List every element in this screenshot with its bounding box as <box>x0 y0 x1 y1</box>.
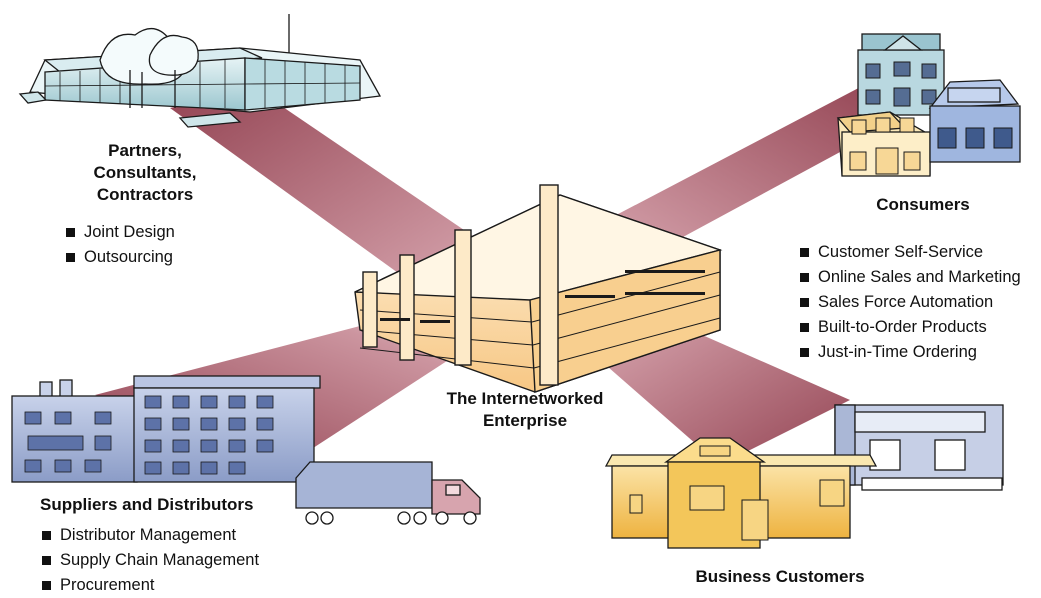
list-item-label: Procurement <box>60 576 155 594</box>
bullet-square-icon <box>42 556 51 565</box>
list-item: Just-in-Time Ordering <box>800 340 1021 365</box>
list-item-label: Built-to-Order Products <box>818 318 987 336</box>
bullet-square-icon <box>800 323 809 332</box>
suppliers-building-illustration <box>11 375 321 483</box>
consumers-houses-illustration <box>836 33 1021 177</box>
consumers-title: Consumers <box>876 195 970 214</box>
list-item-label: Sales Force Automation <box>818 293 994 311</box>
partners-title-line1: Partners, <box>108 141 182 160</box>
business-customers-title: Business Customers <box>695 567 865 586</box>
bullet-square-icon <box>66 253 75 262</box>
list-item-label: Just-in-Time Ordering <box>818 343 977 361</box>
list-item: Sales Force Automation <box>800 290 1021 315</box>
list-item-label: Distributor Management <box>60 526 237 544</box>
list-item-label: Outsourcing <box>84 248 173 266</box>
partners-title-line3: Contractors <box>96 185 194 204</box>
list-item: Built-to-Order Products <box>800 315 1021 340</box>
enterprise-title: The Internetworked Enterprise <box>415 388 635 432</box>
bullet-square-icon <box>800 298 809 307</box>
enterprise-building-illustration <box>354 184 723 393</box>
list-item: Procurement <box>42 573 259 598</box>
enterprise-title-line1: The Internetworked <box>446 389 604 408</box>
business-customers-illustration <box>604 404 1004 549</box>
bullet-square-icon <box>66 228 75 237</box>
list-item: Online Sales and Marketing <box>800 265 1021 290</box>
partners-title-line2: Consultants, <box>93 163 197 182</box>
bullet-square-icon <box>800 348 809 357</box>
enterprise-title-line2: Enterprise <box>482 411 568 430</box>
list-item: Distributor Management <box>42 523 259 548</box>
list-item-label: Joint Design <box>84 223 175 241</box>
list-item: Outsourcing <box>66 245 175 270</box>
delivery-truck-illustration <box>295 461 481 525</box>
list-item-label: Customer Self-Service <box>818 243 984 261</box>
list-item: Customer Self-Service <box>800 240 1021 265</box>
bullet-square-icon <box>42 531 51 540</box>
bullet-square-icon <box>800 248 809 257</box>
bullet-square-icon <box>42 581 51 590</box>
partners-building-illustration <box>18 14 382 128</box>
list-item-label: Supply Chain Management <box>60 551 260 569</box>
suppliers-list: Distributor Management Supply Chain Mana… <box>42 523 259 598</box>
list-item: Supply Chain Management <box>42 548 259 573</box>
partners-list: Joint Design Outsourcing <box>66 220 175 270</box>
list-item: Joint Design <box>66 220 175 245</box>
consumers-list: Customer Self-Service Online Sales and M… <box>800 240 1021 365</box>
bullet-square-icon <box>800 273 809 282</box>
list-item-label: Online Sales and Marketing <box>818 268 1021 286</box>
partners-title: Partners, Consultants, Contractors <box>60 140 230 206</box>
suppliers-title: Suppliers and Distributors <box>40 495 254 514</box>
